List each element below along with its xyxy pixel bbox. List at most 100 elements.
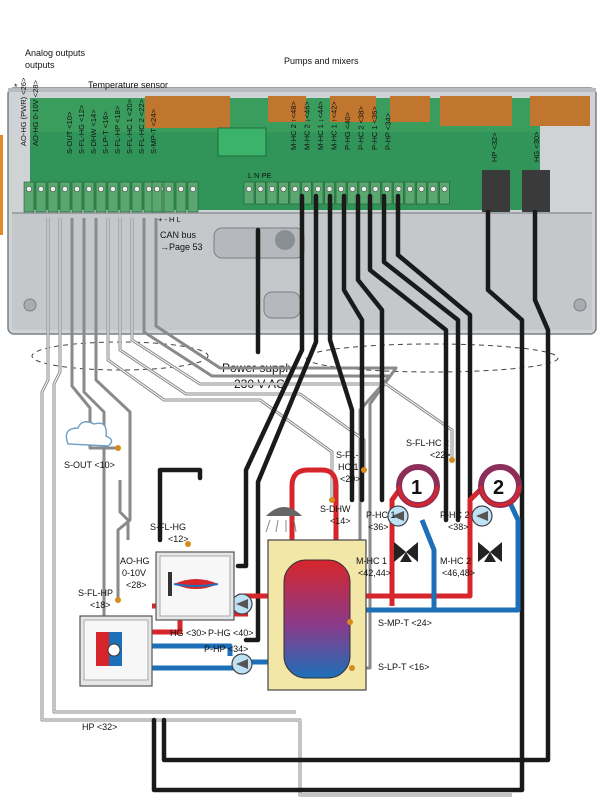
- term-pumps-screw-6: [315, 186, 321, 192]
- cloud-icon: [65, 421, 113, 447]
- circuit-2-number: 2: [493, 477, 504, 499]
- term-pumps-terminal-15: [416, 181, 427, 205]
- sensor-dot-s-dhw: [329, 497, 335, 503]
- term-left-terminal-1: [35, 181, 47, 213]
- term-left-screw-9: [134, 186, 140, 192]
- sensor-terminal-label-2: S-DHW <14>: [89, 109, 98, 154]
- relay-terminal-label-1: HG <30>: [532, 131, 541, 162]
- pump-terminal-label-7: P-HP <34>: [384, 112, 393, 150]
- sensor-terminal-label-4: S-FL-HP <18>: [113, 105, 122, 154]
- term-pumps-terminal-17: [439, 181, 450, 205]
- pump-terminal-label-6: P-HC 1 <36>: [370, 106, 379, 150]
- term-left-terminal-9: [131, 181, 143, 213]
- label-s-fl-hg-line2: <12>: [168, 534, 189, 544]
- sensor-dot-s-out: [115, 445, 121, 451]
- term-can-screw-2: [178, 186, 184, 192]
- term-pumps-terminal-3: [278, 181, 289, 205]
- pump-terminal-label-4: P-HG <40>: [343, 111, 352, 150]
- term-pumps-screw-13: [395, 186, 402, 192]
- analog-outputs-title-line1: Analog outputs: [25, 48, 86, 58]
- black-power-cables: [151, 193, 551, 793]
- label-s-fl-hc2-line2: <22>: [430, 450, 451, 460]
- term-left-screw-6: [98, 186, 104, 192]
- label-s-fl-hp-line1: S-FL-HP: [78, 588, 113, 598]
- circuit-1-number: 1: [411, 477, 422, 499]
- sensor-terminal-label-6: S-FL-HC 2 <22>: [137, 98, 146, 154]
- term-left-screw-4: [74, 186, 80, 192]
- label-ao-hg-line3: <28>: [126, 580, 147, 590]
- analog-outputs-star: *: [14, 82, 18, 92]
- power-terminals-label: L N PE: [248, 171, 271, 180]
- term-can-terminal-2: [175, 181, 187, 213]
- sensor-terminal-label-3: S-LP-T <16>: [101, 111, 110, 154]
- sensor-terminal-label-1: S-FL-HG <12>: [77, 104, 86, 154]
- shower-icon: [265, 507, 302, 533]
- pumps-mixers-title: Pumps and mixers: [284, 56, 359, 66]
- pump-terminal-label-2: M-HC 1 ↓<44>: [316, 101, 325, 150]
- term-can-terminal-0: [151, 181, 163, 213]
- term-left-screw-7: [110, 186, 116, 192]
- sensor-terminal-label-7: S-MP-T <24>: [149, 109, 158, 154]
- sensor-dot-s-lp-t: [349, 665, 355, 671]
- label-s-fl-hp-line2: <18>: [90, 600, 111, 610]
- label-s-lp-t: S-LP-T <16>: [378, 662, 429, 672]
- label-m-hc2-line1: M-HC 2: [440, 556, 471, 566]
- term-can-terminal-1: [163, 181, 175, 213]
- label-hg-relay: HG <30>: [170, 628, 207, 638]
- term-pumps-screw-1: [257, 186, 264, 192]
- label-s-fl-hc1-line3: <20>: [340, 474, 361, 484]
- term-pumps-screw-12: [384, 186, 390, 192]
- can-bus-page-ref: →Page 53: [160, 242, 203, 252]
- label-hp-relay: HP <32>: [82, 722, 117, 732]
- term-pumps-screw-0: [246, 186, 252, 192]
- term-left-screw-3: [62, 186, 68, 192]
- sensor-dot-s-fl-hp: [115, 597, 121, 603]
- pump-terminal-label-0: M-HC 2 ↑<48>: [289, 101, 298, 150]
- label-s-mp-t: S-MP-T <24>: [378, 618, 432, 628]
- label-m-hc1-line2: <42,44>: [358, 568, 391, 578]
- relay-terminal-labels: HP <32>HG <30>: [490, 131, 541, 162]
- sensor-terminal-label-5: S-FL-HC 1 <20>: [125, 98, 134, 154]
- pump-p-hg-icon: [231, 593, 253, 615]
- term-pumps-screw-11: [372, 186, 379, 192]
- term-pumps-terminal-4: [289, 181, 301, 205]
- label-m-hc2-line2: <46,48>: [442, 568, 475, 578]
- term-pumps-screw-2: [269, 186, 275, 192]
- term-pumps-screw-10: [361, 186, 367, 192]
- term-left-terminal-2: [47, 181, 59, 213]
- label-m-hc1-line1: M-HC 1: [356, 556, 387, 566]
- term-pumps-screw-14: [407, 186, 413, 192]
- term-left-screw-10: [146, 186, 152, 192]
- term-left-screw-5: [86, 186, 92, 192]
- pump-terminal-block: [243, 181, 450, 205]
- label-s-dhw-line2: <14>: [330, 516, 351, 526]
- sensor-dot-s-fl-hc1: [361, 467, 367, 473]
- sensor-dot-s-fl-hg: [185, 541, 191, 547]
- term-pumps-screw-5: [303, 186, 310, 192]
- term-left-screw-8: [122, 186, 128, 192]
- mixer-m-hc2-icon: [478, 542, 502, 562]
- analog-outputs-title-line2: outputs: [25, 60, 55, 70]
- cable-entry-right: [305, 343, 559, 373]
- label-ao-hg-line2: 0-10V: [122, 568, 146, 578]
- label-s-fl-hc2-line1: S-FL-HC 2: [406, 438, 449, 448]
- temperature-sensor-title: Temperature sensor: [88, 80, 168, 90]
- term-left-screw-1: [38, 186, 44, 192]
- mixer-m-hc1-icon: [394, 542, 418, 562]
- storage-tank: [267, 539, 367, 691]
- pump-terminal-label-1: M-HC 2 ↓<46>: [303, 101, 312, 150]
- can-bus-terminals-label: + - H L: [158, 215, 181, 224]
- term-left-screw-2: [50, 186, 56, 192]
- label-s-out: S-OUT <10>: [64, 460, 115, 470]
- can-bus-label: CAN bus: [160, 230, 197, 240]
- term-pumps-terminal-11: [370, 181, 381, 205]
- term-pumps-screw-4: [292, 186, 298, 192]
- pump-p-hc2-icon: [471, 505, 493, 527]
- term-pumps-screw-16: [430, 186, 436, 192]
- term-pumps-terminal-9: [347, 181, 358, 205]
- pump-p-hp-icon: [231, 653, 253, 675]
- term-pumps-terminal-5: [301, 181, 312, 205]
- pump-terminal-label-5: P-HC 2 <38>: [357, 106, 366, 150]
- term-can-terminal-3: [187, 181, 199, 213]
